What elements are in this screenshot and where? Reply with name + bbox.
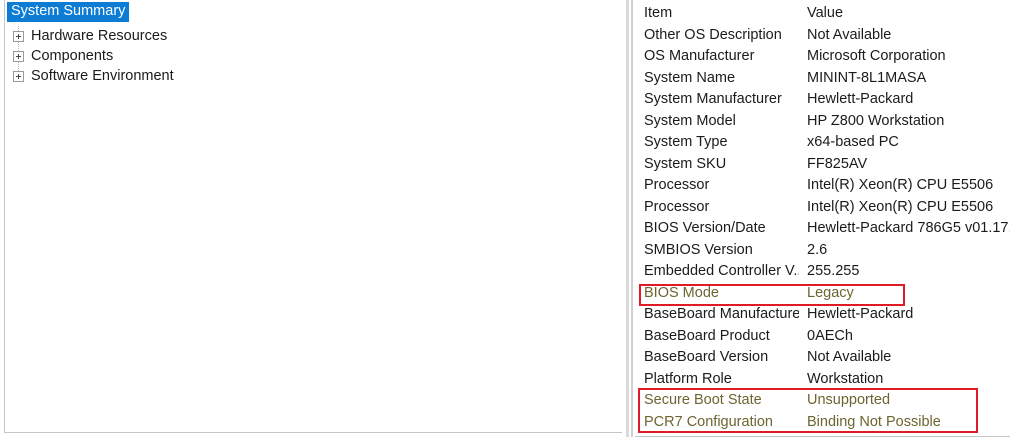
row-value-label: Microsoft Corporation	[807, 48, 946, 64]
table-row[interactable]: BaseBoard Version Not Available	[635, 349, 1010, 371]
table-row[interactable]: System Name MININT-8L1MASA	[635, 70, 1010, 92]
tree-item-components[interactable]: Components	[13, 46, 113, 66]
table-row[interactable]: BaseBoard Manufacturer Hewlett-Packard	[635, 306, 1010, 328]
table-row[interactable]: BaseBoard Product 0AECh	[635, 328, 1010, 350]
row-item-label: Processor	[644, 177, 710, 193]
row-value-label: Intel(R) Xeon(R) CPU E5506	[807, 177, 994, 193]
row-value-label: Not Available	[807, 27, 892, 43]
table-row[interactable]: Embedded Controller V... 255.255	[635, 263, 1010, 285]
table-row[interactable]: Processor Intel(R) Xeon(R) CPU E5506	[635, 199, 1010, 221]
table-row[interactable]: System Type x64-based PC	[635, 134, 1010, 156]
tree-item-software-environment-label: Software Environment	[31, 68, 174, 84]
row-item-label: Secure Boot State	[644, 392, 762, 408]
row-item-label: PCR7 Configuration	[644, 414, 773, 430]
tree-item-components-label: Components	[31, 48, 114, 64]
table-row[interactable]: OS Manufacturer Microsoft Corporation	[635, 48, 1010, 70]
row-item-label: System Name	[644, 70, 736, 86]
row-item-label: Processor	[644, 199, 710, 215]
row-value-label: Hewlett-Packard 786G5 v01.17, 8/	[807, 220, 1010, 236]
row-value-label: Not Available	[807, 349, 892, 365]
table-row[interactable]: System Manufacturer Hewlett-Packard	[635, 91, 1010, 113]
table-row-pcr7-configuration[interactable]: PCR7 Configuration Binding Not Possible	[635, 414, 1010, 436]
row-value-label: HP Z800 Workstation	[807, 113, 945, 129]
row-value-label: MININT-8L1MASA	[807, 70, 927, 86]
column-header-item[interactable]: Item	[644, 5, 673, 21]
row-value-label: Legacy	[807, 285, 854, 301]
row-item-label: BIOS Mode	[644, 285, 719, 301]
row-item-label: System SKU	[644, 156, 727, 172]
tree-item-hardware-resources[interactable]: Hardware Resources	[13, 26, 167, 46]
system-summary-detail-list[interactable]: Item Value Other OS Description Not Avai…	[635, 0, 1010, 437]
table-row[interactable]: System SKU FF825AV	[635, 156, 1010, 178]
row-item-label: BaseBoard Manufacturer	[644, 306, 799, 322]
table-row[interactable]: BIOS Version/Date Hewlett-Packard 786G5 …	[635, 220, 1010, 242]
row-item-label: Other OS Description	[644, 27, 782, 43]
row-item-label: Platform Role	[644, 371, 732, 387]
row-item-label: System Type	[644, 134, 728, 150]
row-item-label: BaseBoard Version	[644, 349, 769, 365]
tree-item-hardware-resources-label: Hardware Resources	[31, 28, 168, 44]
plus-box-icon[interactable]	[13, 50, 24, 62]
table-row[interactable]: Platform Role Workstation	[635, 371, 1010, 393]
row-value-label: 0AECh	[807, 328, 853, 344]
row-item-label: OS Manufacturer	[644, 48, 755, 64]
row-value-label: 2.6	[807, 242, 828, 258]
row-value-label: Binding Not Possible	[807, 414, 941, 430]
row-value-label: Hewlett-Packard	[807, 91, 914, 107]
table-row[interactable]: Processor Intel(R) Xeon(R) CPU E5506	[635, 177, 1010, 199]
column-header-value[interactable]: Value	[807, 5, 844, 21]
row-value-label: 255.255	[807, 263, 860, 279]
detail-header-row: Item Value	[635, 5, 1010, 27]
row-value-label: Hewlett-Packard	[807, 306, 914, 322]
row-value-label: Intel(R) Xeon(R) CPU E5506	[807, 199, 994, 215]
plus-box-icon[interactable]	[13, 70, 24, 82]
row-value-label: x64-based PC	[807, 134, 899, 150]
panel-splitter[interactable]	[626, 0, 629, 437]
table-row-secure-boot-state[interactable]: Secure Boot State Unsupported	[635, 392, 1010, 414]
row-item-label: BIOS Version/Date	[644, 220, 766, 236]
row-value-label: FF825AV	[807, 156, 868, 172]
row-item-label: System Model	[644, 113, 736, 129]
plus-box-icon[interactable]	[13, 30, 24, 42]
row-value-label: Workstation	[807, 371, 884, 387]
table-row[interactable]: System Model HP Z800 Workstation	[635, 113, 1010, 135]
row-value-label: Unsupported	[807, 392, 891, 408]
table-row[interactable]: Other OS Description Not Available	[635, 27, 1010, 49]
row-item-label: BaseBoard Product	[644, 328, 770, 344]
panel-splitter-edge	[631, 0, 633, 437]
tree-item-system-summary[interactable]: System Summary	[7, 2, 130, 22]
table-row[interactable]: SMBIOS Version 2.6	[635, 242, 1010, 264]
row-item-label: System Manufacturer	[644, 91, 782, 107]
tree-item-system-summary-label: System Summary	[7, 2, 130, 22]
system-info-tree-panel[interactable]: System Summary Hardware Resources Compon…	[4, 0, 622, 433]
row-item-label: Embedded Controller V...	[644, 263, 799, 279]
tree-item-software-environment[interactable]: Software Environment	[13, 66, 174, 86]
table-row-bios-mode[interactable]: BIOS Mode Legacy	[635, 285, 1010, 307]
row-item-label: SMBIOS Version	[644, 242, 753, 258]
